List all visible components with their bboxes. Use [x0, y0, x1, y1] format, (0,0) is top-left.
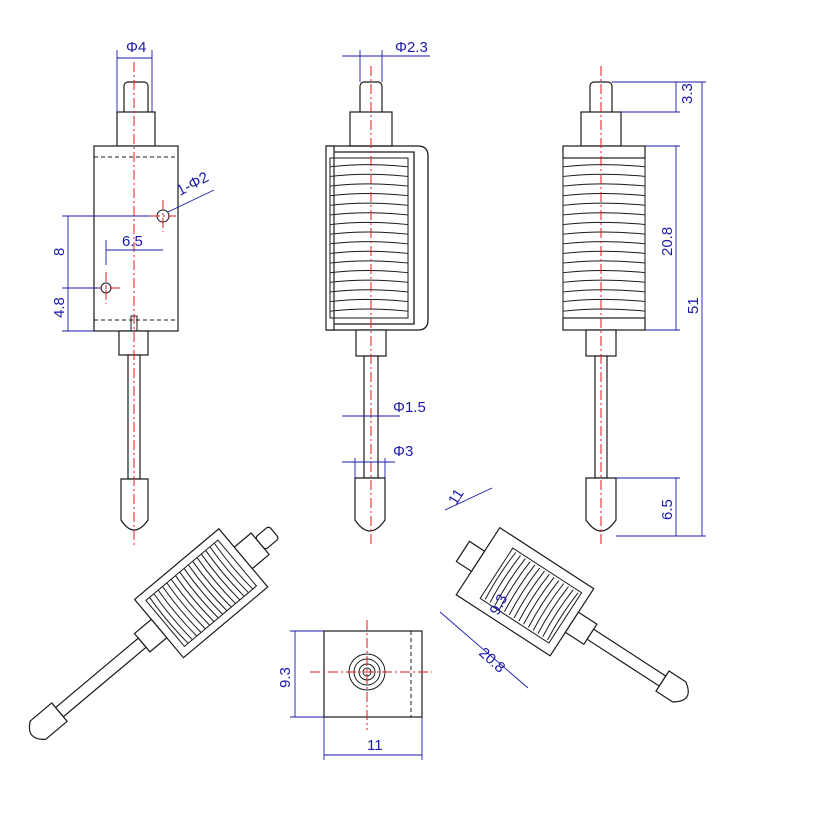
- dim-plunger-dia: Φ4: [126, 39, 146, 56]
- coil-winding: [547, 592, 579, 641]
- coil-winding: [329, 183, 409, 187]
- coil-winding: [329, 221, 409, 226]
- coil-winding: [329, 164, 409, 168]
- iso-view-right: [455, 526, 689, 703]
- coil-winding: [200, 553, 241, 601]
- iso-view-left: [28, 526, 279, 740]
- dim-iso-width: 11: [445, 486, 468, 508]
- coil-winding: [562, 289, 646, 293]
- coil-winding: [508, 567, 541, 616]
- coil-winding: [523, 576, 555, 625]
- coil-winding: [196, 557, 236, 604]
- dim-hole-spec: 1-Φ2: [174, 169, 212, 200]
- coil-winding: [562, 164, 646, 168]
- coil-winding: [329, 270, 409, 274]
- front-view: [62, 50, 215, 545]
- coil-winding: [562, 193, 646, 197]
- coil-winding: [329, 250, 409, 254]
- coil-winding: [562, 202, 646, 206]
- dim-end-width: 11: [367, 737, 383, 754]
- coil-winding: [205, 550, 245, 597]
- dim-rod-dia: Φ1.5: [393, 399, 426, 416]
- coil-winding: [329, 212, 409, 216]
- coil-winding: [562, 221, 646, 226]
- coil-winding: [162, 586, 202, 633]
- coil-winding: [149, 597, 189, 644]
- coil-winding: [562, 231, 646, 235]
- coil-winding: [157, 589, 198, 637]
- coil-winding: [562, 241, 646, 245]
- coil-winding: [518, 573, 550, 622]
- coil-winding: [166, 582, 206, 630]
- coil-winding: [562, 212, 646, 216]
- coil-winding: [504, 564, 536, 613]
- coil-winding: [329, 308, 409, 312]
- coil: [329, 157, 409, 319]
- coil-winding: [562, 260, 646, 264]
- coil-winding: [484, 552, 517, 600]
- coil-winding: [329, 231, 409, 235]
- coil-winding: [329, 173, 409, 177]
- coil-winding: [489, 555, 521, 603]
- coil-winding: [329, 298, 409, 303]
- coil-winding: [329, 289, 409, 293]
- coil-winding: [192, 560, 232, 608]
- coil-winding: [494, 558, 526, 606]
- coil-winding: [562, 173, 646, 177]
- coil-winding: [527, 580, 560, 628]
- dim-body-length: 20.8: [659, 227, 676, 256]
- coil-winding: [562, 183, 646, 187]
- coil-winding: [542, 589, 574, 637]
- coil-winding: [175, 575, 215, 622]
- coil-winding: [187, 564, 228, 612]
- coil-winding: [537, 586, 569, 634]
- coil-winding: [562, 250, 646, 254]
- dim-hole-offset-y: 8: [51, 248, 68, 256]
- dim-iso-length: 20.8: [475, 644, 508, 676]
- coil-winding: [513, 570, 545, 619]
- dim-hole-offset-x: 6.5: [122, 233, 143, 250]
- coil-winding: [562, 270, 646, 274]
- dim-total-length: 51: [685, 297, 702, 314]
- coil-winding: [209, 546, 249, 594]
- dim-top-length: 3.3: [679, 83, 696, 104]
- coil-winding: [562, 298, 646, 303]
- coil-winding: [562, 279, 646, 283]
- coil-winding: [329, 279, 409, 283]
- coil-winding: [532, 583, 565, 631]
- dim-hole-offset-y2: 4.8: [51, 297, 68, 318]
- coil-winding: [329, 193, 409, 197]
- dim-shaft-dia: Φ2.3: [395, 39, 428, 56]
- dim-tip-dia: Φ3: [393, 443, 413, 460]
- rear-view: [562, 66, 706, 545]
- side-view: [325, 50, 430, 545]
- coil-winding: [170, 578, 211, 626]
- coil-winding: [179, 571, 219, 619]
- coil-winding: [562, 308, 646, 312]
- coil-winding: [499, 561, 531, 609]
- end-view: [290, 620, 432, 760]
- coil-winding: [213, 542, 254, 590]
- coil-winding: [153, 593, 193, 641]
- dim-tip-length: 6.5: [659, 499, 676, 520]
- dim-end-height: 9.3: [277, 667, 294, 688]
- coil-winding: [329, 260, 409, 264]
- coil-winding: [329, 241, 409, 245]
- coil-winding: [183, 568, 223, 615]
- coil-winding: [329, 202, 409, 206]
